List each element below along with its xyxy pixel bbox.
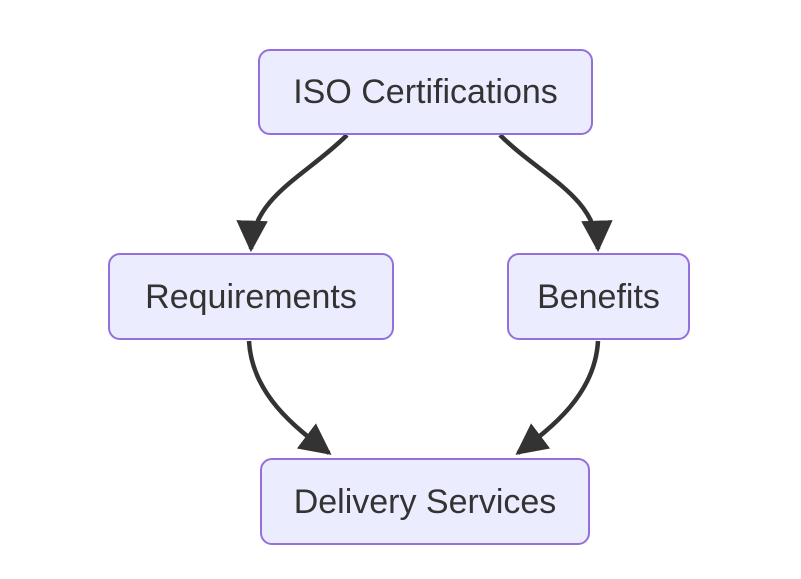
node-benefits-label: Benefits [537,277,660,316]
node-iso-certifications: ISO Certifications [258,49,593,135]
edge-iso-to-requirements [236,133,349,253]
edge-iso-to-benefits [498,133,613,253]
node-iso-certifications-label: ISO Certifications [293,73,558,111]
node-benefits: Benefits [507,253,690,340]
node-requirements: Requirements [108,253,394,340]
edge-requirements-to-delivery [246,340,332,455]
node-requirements-label: Requirements [145,277,357,316]
edge-benefits-to-delivery [515,340,601,455]
node-delivery-services-label: Delivery Services [293,482,557,521]
node-delivery-services: Delivery Services [260,458,590,545]
